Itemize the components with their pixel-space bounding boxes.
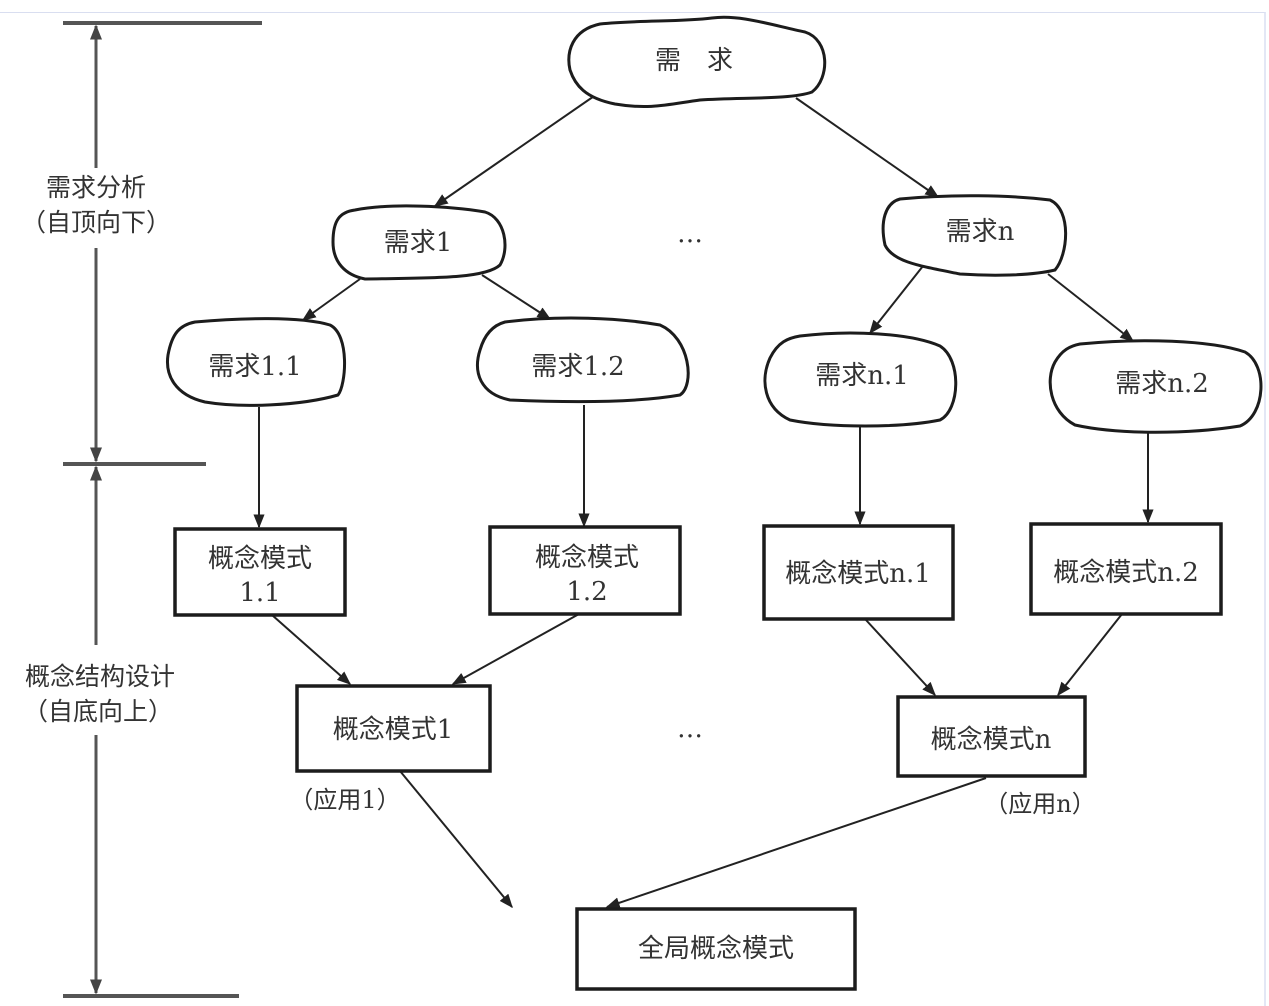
edge-cmn-to-global: [605, 777, 987, 909]
edge-reqn-to-reqn-2: [1047, 273, 1135, 342]
edge-cm1-to-global: [399, 770, 513, 909]
node-label: 全局概念模式: [638, 934, 794, 964]
node-label: 需求n: [946, 217, 1015, 247]
phase-sublabel-design: （自底向上）: [23, 697, 173, 726]
node-label: 概念模式n.1: [785, 559, 931, 589]
node-cm-n: 概念模式n: [896, 695, 1087, 778]
phase-label-analysis: 需求分析: [46, 173, 146, 202]
edge-root-to-req1: [433, 91, 601, 207]
node-label: 概念模式1: [333, 715, 454, 745]
node-cm-1-2: 概念模式 1.2: [488, 525, 682, 616]
node-req-n-1: 需求n.1: [763, 331, 958, 428]
node-cm-1: 概念模式1: [295, 684, 492, 773]
edge-root-to-reqn: [795, 97, 940, 198]
ellipsis-requirements: …: [677, 219, 703, 249]
node-label-line1: 概念模式: [535, 543, 639, 573]
node-label: 需 求: [655, 46, 733, 76]
node-label: 需求1: [384, 228, 453, 258]
edge-cmn-2-to-cmn: [1057, 613, 1123, 697]
node-req-1-2: 需求1.2: [476, 316, 690, 404]
node-label-line2: 1.1: [239, 578, 280, 608]
node-label: 概念模式n: [931, 725, 1052, 755]
phase-sublabel-analysis: （自顶向下）: [21, 208, 171, 237]
annotation-app-1: （应用1）: [289, 786, 400, 814]
node-req-n: 需求n: [881, 194, 1068, 277]
diagram-frame: [0, 12, 1266, 1006]
node-label: 需求1.2: [531, 352, 624, 382]
ellipsis-schemas: …: [677, 714, 703, 744]
node-req-root: 需 求: [567, 15, 827, 109]
node-req-1-1: 需求1.1: [165, 317, 346, 407]
node-cm-1-1: 概念模式 1.1: [173, 527, 347, 617]
edge-req1-to-req1-2: [481, 274, 552, 320]
node-cm-n-2: 概念模式n.2: [1029, 522, 1223, 616]
annotation-app-n: （应用n）: [984, 790, 1095, 818]
edge-cm1-2-to-cm1: [451, 613, 580, 685]
node-global-schema: 全局概念模式: [575, 907, 857, 991]
edge-cmn-1-to-cmn: [865, 619, 936, 697]
phase-label-design: 概念结构设计: [25, 662, 175, 691]
node-label: 需求n.1: [815, 361, 909, 391]
phase-axis: 需求分析 （自顶向下） 概念结构设计 （自底向上）: [21, 21, 262, 998]
node-label: 概念模式n.2: [1053, 558, 1199, 588]
edge-cm1-1-to-cm1: [271, 614, 352, 685]
edges: [253, 91, 1154, 909]
edge-reqn-to-reqn-1: [869, 265, 924, 335]
node-label-line1: 概念模式: [208, 544, 312, 574]
node-label: 需求n.2: [1115, 369, 1209, 399]
node-cm-n-1: 概念模式n.1: [762, 524, 955, 621]
node-req-1: 需求1: [331, 204, 507, 281]
node-label: 需求1.1: [208, 352, 301, 382]
node-req-n-2: 需求n.2: [1048, 339, 1263, 434]
node-label-line2: 1.2: [566, 577, 607, 607]
edge-req1-to-req1-1: [301, 278, 361, 321]
